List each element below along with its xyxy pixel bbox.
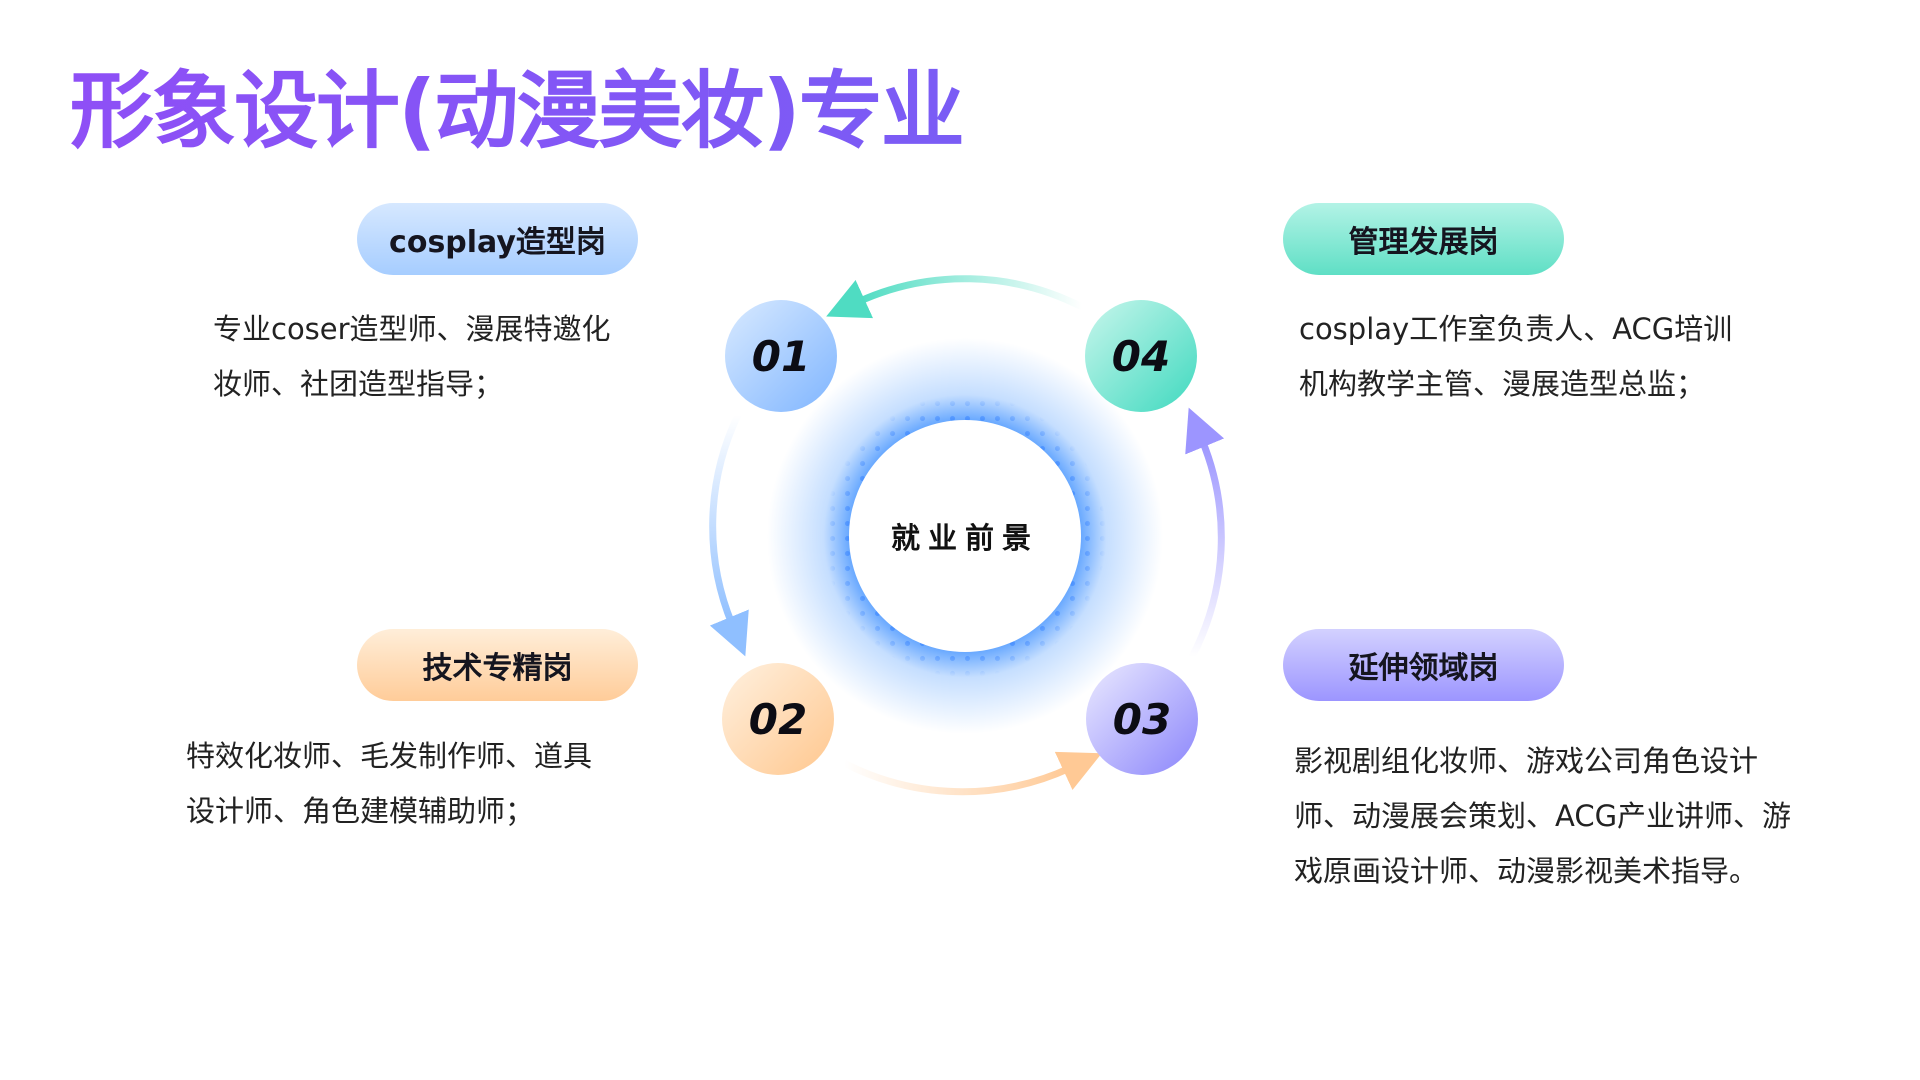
description-line: cosplay工作室负责人、ACG培训 <box>1299 312 1733 346</box>
page-title: 形象设计(动漫美妆)专业 <box>70 44 965 165</box>
category-pill-technical: 技术专精岗 <box>357 629 638 701</box>
arrow-02-to-03 <box>842 751 1102 796</box>
description-line: 专业coser造型师、漫展特邀化 <box>213 312 611 346</box>
center-circle: 就业前景 <box>849 420 1081 652</box>
arrow-04-to-01 <box>826 275 1084 319</box>
category-description-cosplay: 专业coser造型师、漫展特邀化 妆师、社团造型指导； <box>213 302 683 412</box>
description-line: 戏原画设计师、动漫影视美术指导。 <box>1294 854 1759 888</box>
arrow-01-to-02 <box>709 413 749 657</box>
description-line: 设计师、角色建模辅助师； <box>186 794 535 828</box>
step-badge-02: 02 <box>722 663 834 775</box>
description-line: 特效化妆师、毛发制作师、道具 <box>186 739 593 773</box>
arrow-03-to-04 <box>1185 407 1225 659</box>
description-line: 妆师、社团造型指导； <box>213 367 504 401</box>
category-pill-cosplay: cosplay造型岗 <box>357 203 638 275</box>
category-pill-extended: 延伸领域岗 <box>1283 629 1564 701</box>
category-pill-management: 管理发展岗 <box>1283 203 1564 275</box>
step-badge-01: 01 <box>725 300 837 412</box>
step-badge-03: 03 <box>1086 663 1198 775</box>
category-description-extended: 影视剧组化妆师、游戏公司角色设计 师、动漫展会策划、ACG产业讲师、游 戏原画设… <box>1294 734 1854 899</box>
description-line: 机构教学主管、漫展造型总监； <box>1299 367 1706 401</box>
category-description-technical: 特效化妆师、毛发制作师、道具 设计师、角色建模辅助师； <box>186 729 656 839</box>
description-line: 影视剧组化妆师、游戏公司角色设计 <box>1294 744 1759 778</box>
category-description-management: cosplay工作室负责人、ACG培训 机构教学主管、漫展造型总监； <box>1299 302 1799 412</box>
center-label: 就业前景 <box>890 521 1039 555</box>
step-badge-04: 04 <box>1085 300 1197 412</box>
description-line: 师、动漫展会策划、ACG产业讲师、游 <box>1294 799 1792 833</box>
